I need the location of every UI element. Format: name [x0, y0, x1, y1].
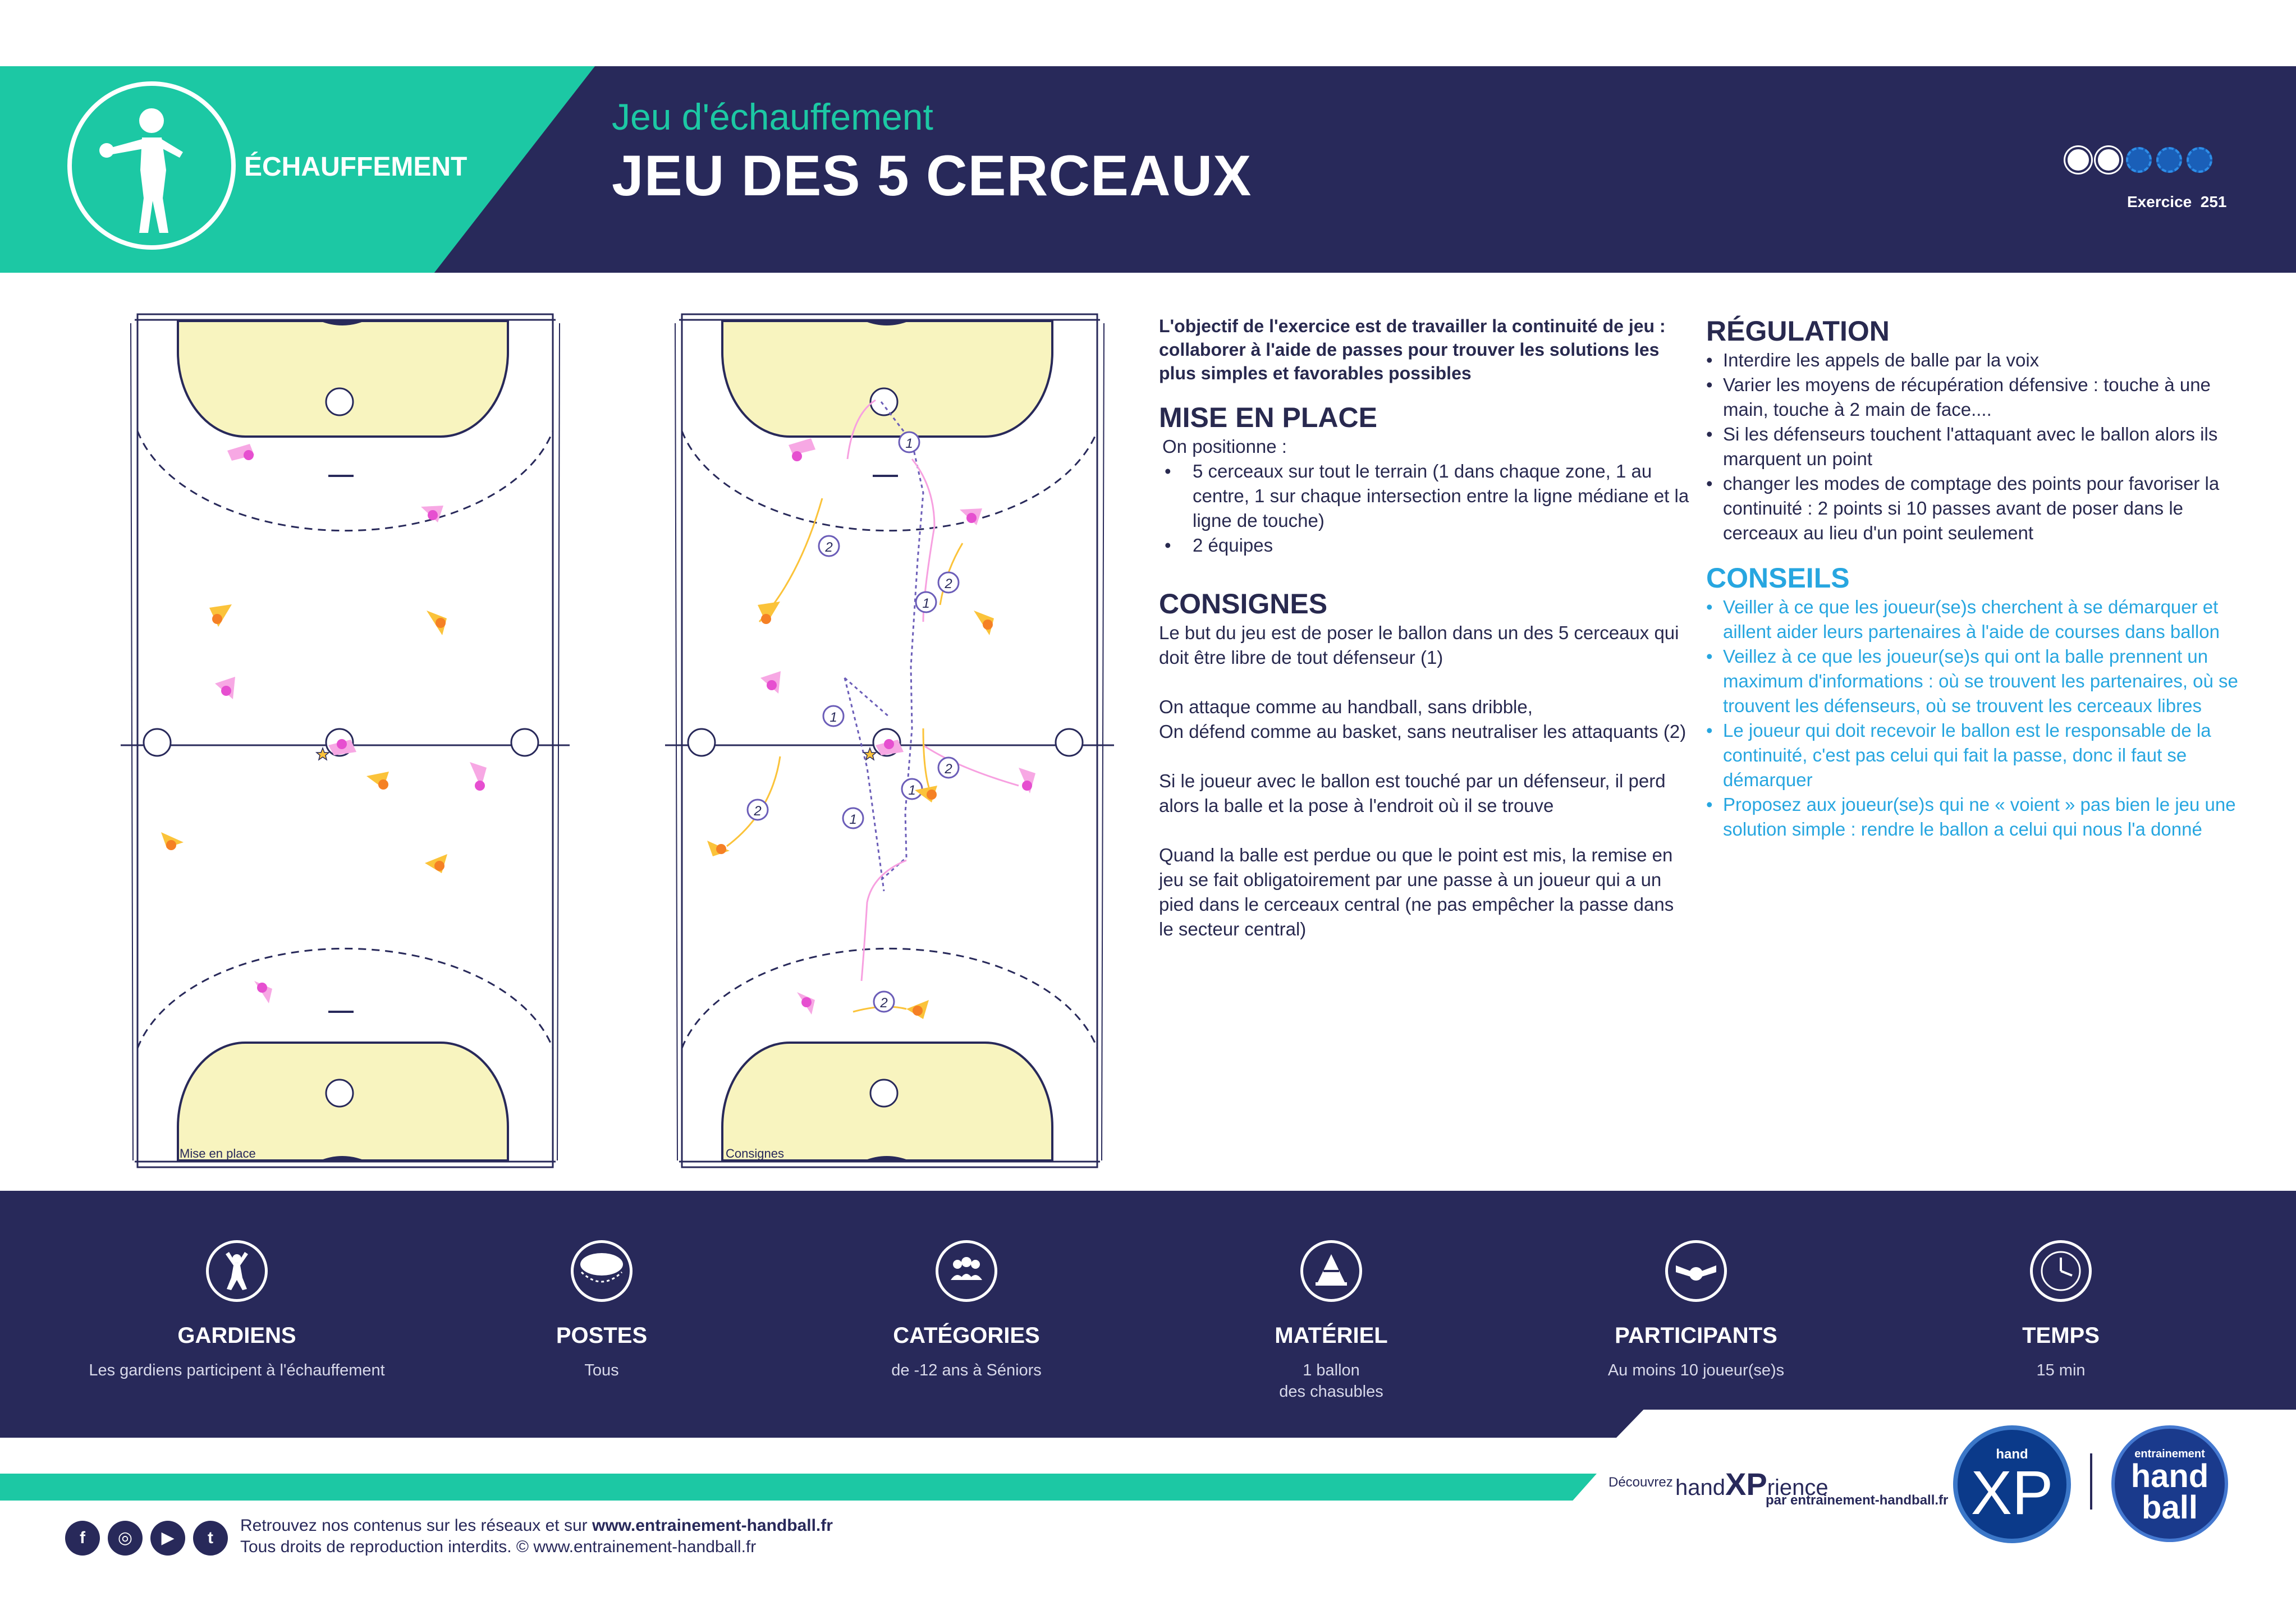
svg-text:2: 2	[753, 804, 761, 819]
mise-en-place-lead: On positionne :	[1162, 436, 1287, 457]
facebook-icon[interactable]: f	[65, 1521, 100, 1556]
exercise-subtitle: Jeu d'échauffement	[612, 96, 933, 137]
svg-text:1: 1	[905, 436, 913, 451]
footer-teal-bar	[0, 1474, 1597, 1501]
info-band	[0, 1191, 2296, 1438]
arrow-badge-2e: 2	[873, 990, 895, 1013]
youtube-icon[interactable]: ▶	[150, 1521, 185, 1556]
arrow-badge-2b: 2	[937, 571, 960, 594]
difficulty-ball-icon	[2096, 147, 2121, 173]
twitter-icon[interactable]: t	[193, 1521, 228, 1556]
logo-divider	[2090, 1453, 2092, 1510]
court-label-setup: Mise en place	[180, 1146, 256, 1160]
text-column-left: L'objectif de l'exercice est de travaill…	[1159, 314, 1692, 966]
instagram-icon[interactable]: ◎	[108, 1521, 143, 1556]
difficulty-ball-icon	[2156, 147, 2182, 173]
list-item: Le joueur qui doit recevoir le ballon es…	[1706, 718, 2239, 792]
svg-text:2: 2	[944, 576, 952, 591]
difficulty-ball-icon	[2126, 147, 2152, 173]
court-label-instructions: Consignes	[726, 1146, 784, 1160]
list-item: Veiller à ce que les joueur(se)s cherche…	[1706, 595, 2239, 644]
list-item: Proposez aux joueur(se)s qui ne « voient…	[1706, 792, 2239, 842]
participants-icon	[1665, 1240, 1727, 1302]
info-categories: CATÉGORIES de -12 ans à Séniors	[787, 1240, 1146, 1381]
handxperience-byline: par entrainement-handball.fr	[1766, 1493, 1949, 1508]
info-postes: POSTES Tous	[422, 1240, 781, 1381]
text-column-right: RÉGULATION Interdire les appels de balle…	[1706, 314, 2239, 842]
consignes-paragraph: Si le joueur avec le ballon est touché p…	[1159, 770, 1666, 816]
heading-regulation: RÉGULATION	[1706, 315, 1890, 347]
arrow-badge-2: 2	[818, 535, 840, 557]
court-diagram-instructions: 1 2 1 2 1 2 2 1 1 2 Consignes	[659, 308, 1120, 1180]
difficulty-rating	[2065, 147, 2234, 175]
info-gardiens: GARDIENS Les gardiens participent à l'éc…	[57, 1240, 416, 1381]
list-item: Veillez à ce que les joueur(se)s qui ont…	[1706, 644, 2239, 718]
list-item: changer les modes de comptage des points…	[1706, 471, 2239, 545]
player-icon	[67, 81, 236, 250]
consignes-paragraph: Le but du jeu est de poser le ballon dan…	[1159, 622, 1679, 668]
cone-icon	[1300, 1240, 1362, 1302]
svg-text:2: 2	[944, 761, 952, 777]
list-item: 5 cerceaux sur tout le terrain (1 dans c…	[1159, 459, 1692, 533]
info-materiel: MATÉRIEL 1 ballon des chasubles	[1152, 1240, 1511, 1402]
arrow-badge-1e: 1	[842, 807, 864, 829]
handxperience-wordmark[interactable]: handXPrience	[1675, 1466, 1828, 1502]
category-label: ÉCHAUFFEMENT	[244, 152, 468, 182]
arrow-badge-1c: 1	[822, 705, 845, 727]
conseils-list: Veiller à ce que les joueur(se)s cherche…	[1706, 595, 2239, 842]
discover-label: Découvrez	[1608, 1475, 1673, 1490]
arrow-badge-1: 1	[898, 431, 920, 453]
list-item: Si les défenseurs touchent l'attaquant a…	[1706, 422, 2239, 471]
footer-copyright: Retrouvez nos contenus sur les réseaux e…	[240, 1516, 833, 1556]
info-participants: PARTICIPANTS Au moins 10 joueur(se)s	[1516, 1240, 1876, 1381]
goalkeeper-icon	[206, 1240, 268, 1302]
arrow-badge-1d: 1	[901, 778, 923, 800]
clock-icon	[2030, 1240, 2092, 1302]
svg-text:1: 1	[830, 710, 837, 725]
heading-consignes: CONSIGNES	[1159, 588, 1328, 620]
mise-en-place-list: 5 cerceaux sur tout le terrain (1 dans c…	[1159, 459, 1692, 558]
site-link[interactable]: www.entrainement-handball.fr	[592, 1516, 833, 1535]
positions-icon	[571, 1240, 633, 1302]
list-item: Varier les moyens de récupération défens…	[1706, 373, 2239, 422]
svg-text:1: 1	[922, 596, 929, 611]
consignes-paragraph: Quand la balle est perdue ou que le poin…	[1159, 845, 1674, 939]
exercise-number: Exercice 251	[2127, 193, 2227, 210]
handxp-logo[interactable]: hand XP	[1953, 1425, 2071, 1543]
list-item: Interdire les appels de balle par la voi…	[1706, 348, 2239, 373]
svg-text:1: 1	[849, 812, 856, 827]
difficulty-ball-icon	[2187, 147, 2212, 173]
arrow-badge-1b: 1	[915, 591, 937, 613]
svg-text:1: 1	[908, 783, 915, 798]
heading-mise-en-place: MISE EN PLACE	[1159, 402, 1377, 433]
svg-text:2: 2	[879, 995, 887, 1011]
arrow-badge-2c: 2	[937, 756, 960, 779]
info-temps: TEMPS 15 min	[1881, 1240, 2240, 1381]
exercise-title: JEU DES 5 CERCEAUX	[612, 144, 1252, 208]
arrow-badge-2d: 2	[746, 799, 769, 821]
court-diagram-setup: Mise en place	[115, 308, 575, 1180]
svg-text:2: 2	[824, 540, 832, 555]
list-item: 2 équipes	[1159, 533, 1692, 558]
consignes-paragraph: On attaque comme au handball, sans dribb…	[1159, 696, 1687, 742]
regulation-list: Interdire les appels de balle par la voi…	[1706, 348, 2239, 545]
exercise-objective: L'objectif de l'exercice est de travaill…	[1159, 316, 1666, 383]
difficulty-ball-icon	[2065, 147, 2091, 173]
group-icon	[936, 1240, 997, 1302]
heading-conseils: CONSEILS	[1706, 562, 1850, 594]
